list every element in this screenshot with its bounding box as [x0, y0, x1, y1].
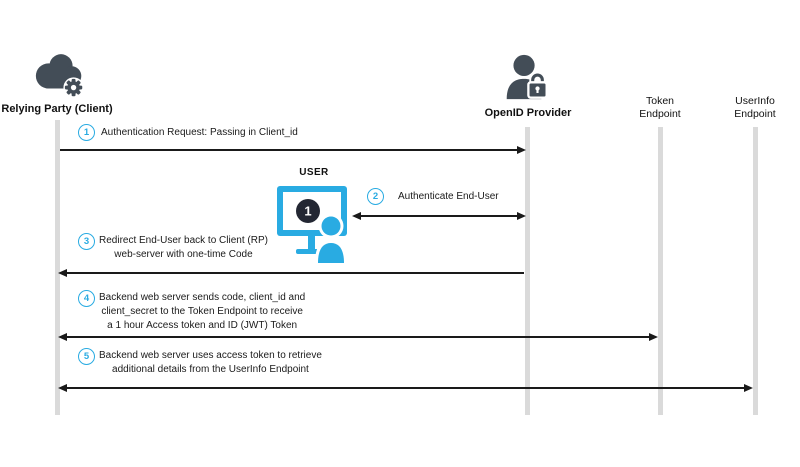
step-text-line: additional details from the UserInfo End… — [112, 364, 309, 375]
step-text-line: a 1 hour Access token and ID (JWT) Token — [107, 320, 298, 331]
step-5-number: 5 — [78, 348, 95, 365]
userinfo-endpoint-label-line: Endpoint — [734, 108, 776, 120]
arrow-step-3 — [58, 269, 524, 277]
step-2-text: Authenticate End-User — [398, 190, 499, 204]
step-text-line: Authentication Request: Passing in Clien… — [101, 127, 298, 138]
userinfo-endpoint-label: UserInfo Endpoint — [715, 95, 795, 121]
step-3-text: Redirect End-User back to Client (RP) we… — [99, 234, 268, 262]
step-2-number: 2 — [367, 188, 384, 205]
step-1-number: 1 — [78, 124, 95, 141]
step-text-line: client_secret to the Token Endpoint to r… — [101, 306, 303, 317]
step-text-line: Redirect End-User back to Client (RP) — [99, 235, 268, 246]
lifeline-openid-provider — [525, 127, 530, 415]
step-text-line: Authenticate End-User — [398, 191, 499, 202]
step-4-text: Backend web server sends code, client_id… — [99, 291, 305, 333]
step-text-line: Backend web server uses access token to … — [99, 350, 322, 361]
user-monitor-icon: 1 — [277, 186, 347, 263]
arrow-step-2 — [352, 212, 526, 220]
openid-provider-label: OpenID Provider — [484, 107, 572, 119]
lifeline-relying-party — [55, 120, 60, 415]
lifeline-userinfo-endpoint — [753, 127, 758, 415]
token-endpoint-label: Token Endpoint — [620, 95, 700, 121]
monitor-badge: 1 — [304, 204, 311, 219]
step-1-text: Authentication Request: Passing in Clien… — [101, 126, 298, 140]
step-text-line: web-server with one-time Code — [114, 249, 253, 260]
arrow-step-4 — [58, 333, 658, 341]
step-3-number: 3 — [78, 233, 95, 250]
userinfo-endpoint-label-line: UserInfo — [735, 95, 775, 107]
user-lock-icon — [506, 54, 548, 100]
token-endpoint-label-line: Token — [645, 95, 675, 107]
step-text-line: Backend web server sends code, client_id… — [99, 292, 306, 303]
token-endpoint-label-line: Endpoint — [639, 108, 681, 120]
arrow-step-5 — [58, 384, 753, 392]
cloud-gear-icon — [35, 54, 84, 98]
arrow-step-1 — [60, 146, 526, 154]
lifeline-token-endpoint — [658, 127, 663, 415]
step-4-number: 4 — [78, 290, 95, 307]
step-5-text: Backend web server uses access token to … — [99, 349, 322, 377]
user-label: USER — [299, 167, 329, 178]
relying-party-label: Relying Party (Client) — [1, 103, 113, 115]
